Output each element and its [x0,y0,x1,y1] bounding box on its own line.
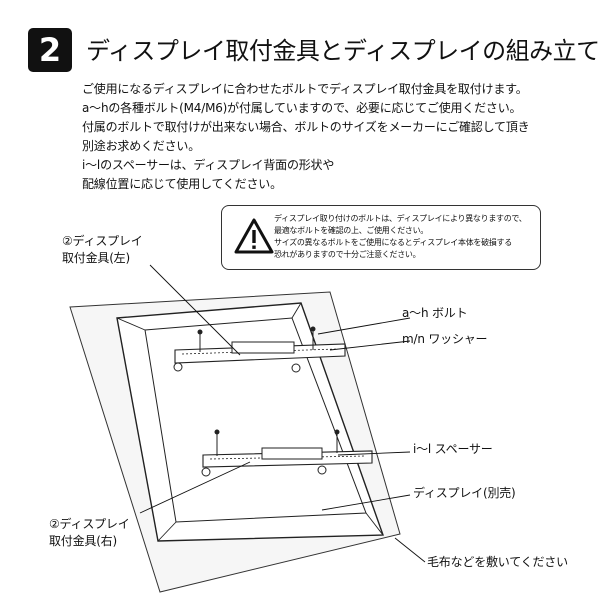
caution-line: ディスプレイ取り付けのボルトは、ディスプレイにより異なりますので、 [274,214,527,223]
callout-line: 取付金具(右) [49,534,117,548]
caution-box: ディスプレイ取り付けのボルトは、ディスプレイにより異なりますので、 最適なボルト… [221,205,541,270]
instructions-text: ご使用になるディスプレイに合わせたボルトでディスプレイ取付金具を取付けます。 a… [82,80,582,194]
callout-spacers: i〜l スペーサー [413,442,493,456]
instruction-line: i〜lのスペーサーは、ディスプレイ背面の形状や [82,158,335,172]
instruction-line: 付属のボルトで取付けが出来ない場合、ボルトのサイズをメーカーにご確認して頂き [82,120,530,134]
lower-bracket-illustration [201,429,373,477]
instruction-line: 配線位置に応じて使用してください。 [82,177,282,191]
callout-bolts: a〜h ボルト [402,306,468,320]
callout-display: ディスプレイ(別売) [413,486,516,500]
step-number: 2 [38,31,62,69]
callout-bracket-left: ②ディスプレイ 取付金具(左) [62,233,143,267]
callout-line: ②ディスプレイ [49,517,130,531]
instruction-line: a〜hの各種ボルト(M4/M6)が付属していますので、必要に応じてご使用ください… [82,101,522,115]
callout-blanket: 毛布などを敷いてください [427,555,568,569]
instruction-line: ご使用になるディスプレイに合わせたボルトでディスプレイ取付金具を取付けます。 [82,82,528,96]
caution-line: 恐れがありますので十分ご注意ください。 [274,250,421,259]
callout-washers: m/n ワッシャー [402,332,488,346]
callout-bracket-right: ②ディスプレイ 取付金具(右) [49,516,130,550]
caution-text: ディスプレイ取り付けのボルトは、ディスプレイにより異なりますので、 最適なボルト… [274,213,540,261]
caution-line: 最適なボルトを確認の上、ご使用ください。 [274,226,428,235]
callout-line: ②ディスプレイ [62,234,143,248]
warning-triangle-icon [234,218,274,254]
step-title: ディスプレイ取付金具とディスプレイの組み立て [86,37,600,65]
caution-line: サイズの異なるボルトをご使用になるとディスプレイ本体を破損する [274,238,512,247]
callout-line: 取付金具(左) [62,251,130,265]
instruction-line: 別途お求めください。 [82,139,201,153]
step-number-badge: 2 [28,28,72,72]
